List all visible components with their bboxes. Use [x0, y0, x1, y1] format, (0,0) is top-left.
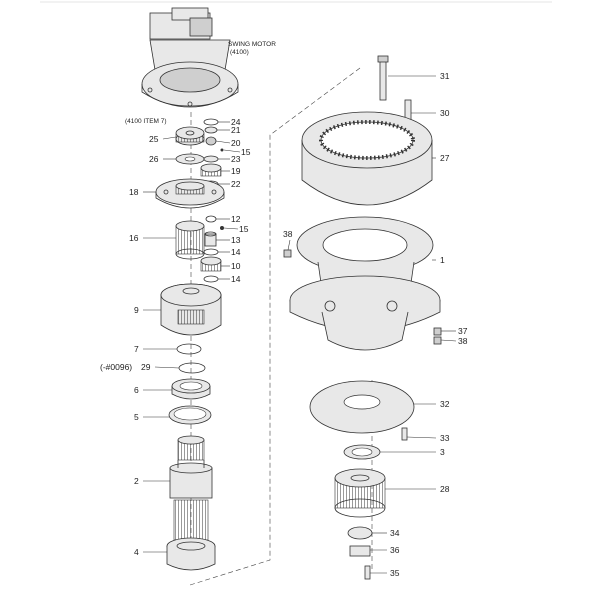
part-37: [433, 327, 442, 336]
callout-14b: 14: [231, 274, 241, 284]
callout-15b: 15: [239, 224, 249, 234]
callout-21: 21: [231, 125, 241, 135]
part-13: [204, 231, 217, 247]
part-19: [200, 163, 222, 177]
callout-37: 37: [458, 326, 468, 336]
callout-22: 22: [231, 179, 241, 189]
part-1: [289, 216, 441, 351]
part-25: [175, 126, 205, 146]
callout-29: 29: [141, 362, 151, 372]
callout-23: 23: [231, 154, 241, 164]
callout-31: 31: [440, 71, 450, 81]
part-30: [404, 99, 412, 121]
callout-38b: 38: [458, 336, 468, 346]
motor-ref: (4100): [230, 49, 249, 56]
callout-20: 20: [231, 138, 241, 148]
part-12: [205, 215, 217, 223]
part-5: [168, 405, 212, 425]
part-2: [169, 435, 213, 541]
part-15a: [220, 148, 224, 152]
part-33: [401, 427, 408, 441]
callout-33: 33: [440, 433, 450, 443]
part-9: [160, 283, 222, 336]
part-26: [175, 153, 205, 165]
callout-10: 10: [231, 261, 241, 271]
callout-32: 32: [440, 399, 450, 409]
part-18: [155, 178, 225, 209]
callout-35: 35: [390, 568, 400, 578]
callout-27: 27: [440, 153, 450, 163]
callout-28: 28: [440, 484, 450, 494]
callout-26: 26: [149, 154, 159, 164]
callout-25: 25: [149, 134, 159, 144]
part-15b: [220, 226, 224, 230]
callout-36: 36: [390, 545, 400, 555]
part-14b: [203, 275, 219, 283]
item7-ref: (4100 ITEM 7): [125, 118, 167, 125]
part-23: [203, 155, 219, 163]
callout-6: 6: [134, 385, 139, 395]
part-10: [200, 256, 222, 272]
callout-34: 34: [390, 528, 400, 538]
swing-motor: [141, 7, 239, 108]
part-32: [309, 380, 415, 434]
callout-19: 19: [231, 166, 241, 176]
part-38a: [283, 249, 292, 258]
callout-30: 30: [440, 108, 450, 118]
part-21: [204, 126, 218, 134]
part-14a: [203, 248, 219, 256]
part-27: [301, 111, 433, 206]
item29-ref: (-#0096): [100, 362, 132, 372]
callout-13: 13: [231, 235, 241, 245]
motor-name: SWING MOTOR: [228, 41, 276, 48]
part-34: [347, 526, 373, 540]
callout-15a: 15: [241, 147, 251, 157]
callout-9: 9: [134, 305, 139, 315]
part-3: [343, 444, 381, 460]
part-4: [166, 537, 216, 571]
callout-16: 16: [129, 233, 139, 243]
callout-3: 3: [440, 447, 445, 457]
part-20: [205, 136, 217, 146]
callout-24: 24: [231, 117, 241, 127]
callout-14a: 14: [231, 247, 241, 257]
callout-12: 12: [231, 214, 241, 224]
callout-5: 5: [134, 412, 139, 422]
callout-1: 1: [440, 255, 445, 265]
part-36: [349, 545, 371, 557]
part-35: [364, 565, 371, 580]
part-29: [178, 362, 206, 374]
callout-2: 2: [134, 476, 139, 486]
leader-lines: [143, 75, 457, 574]
callout-38a: 38: [283, 229, 293, 239]
callout-7: 7: [134, 344, 139, 354]
callout-18: 18: [129, 187, 139, 197]
part-31: [377, 55, 389, 101]
part-38b: [433, 336, 442, 345]
part-6: [171, 378, 211, 400]
part-28: [334, 468, 386, 518]
part-16: [175, 220, 205, 260]
part-24: [203, 118, 219, 126]
callout-4: 4: [134, 547, 139, 557]
part-7: [176, 343, 202, 355]
